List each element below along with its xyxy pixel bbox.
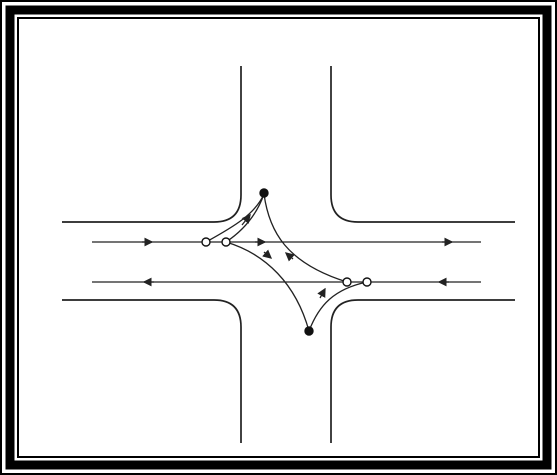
top-left-curb — [62, 66, 242, 223]
open-conflict-point-east-2 — [362, 277, 372, 287]
open-conflict-point-west-2 — [221, 237, 231, 247]
eastbound-right-turn-curve — [225, 241, 310, 332]
arrow-right-turn-south — [262, 249, 273, 259]
arrow-left-turn-north — [241, 213, 251, 226]
bottom-right-curb — [330, 299, 515, 443]
arrow-from-east-to-north — [284, 252, 295, 262]
open-conflict-point-east-1 — [342, 277, 352, 287]
inner-frame — [17, 17, 540, 458]
open-conflict-point-west-1 — [201, 237, 211, 247]
filled-conflict-point-north — [259, 188, 269, 198]
thick-frame — [5, 5, 552, 470]
south-to-east-curve — [308, 281, 368, 332]
north-to-east-curve — [263, 193, 348, 283]
arrow-south-to-east — [317, 287, 326, 299]
bottom-left-curb — [62, 299, 242, 443]
top-right-curb — [330, 66, 515, 223]
filled-conflict-point-south — [304, 326, 314, 336]
